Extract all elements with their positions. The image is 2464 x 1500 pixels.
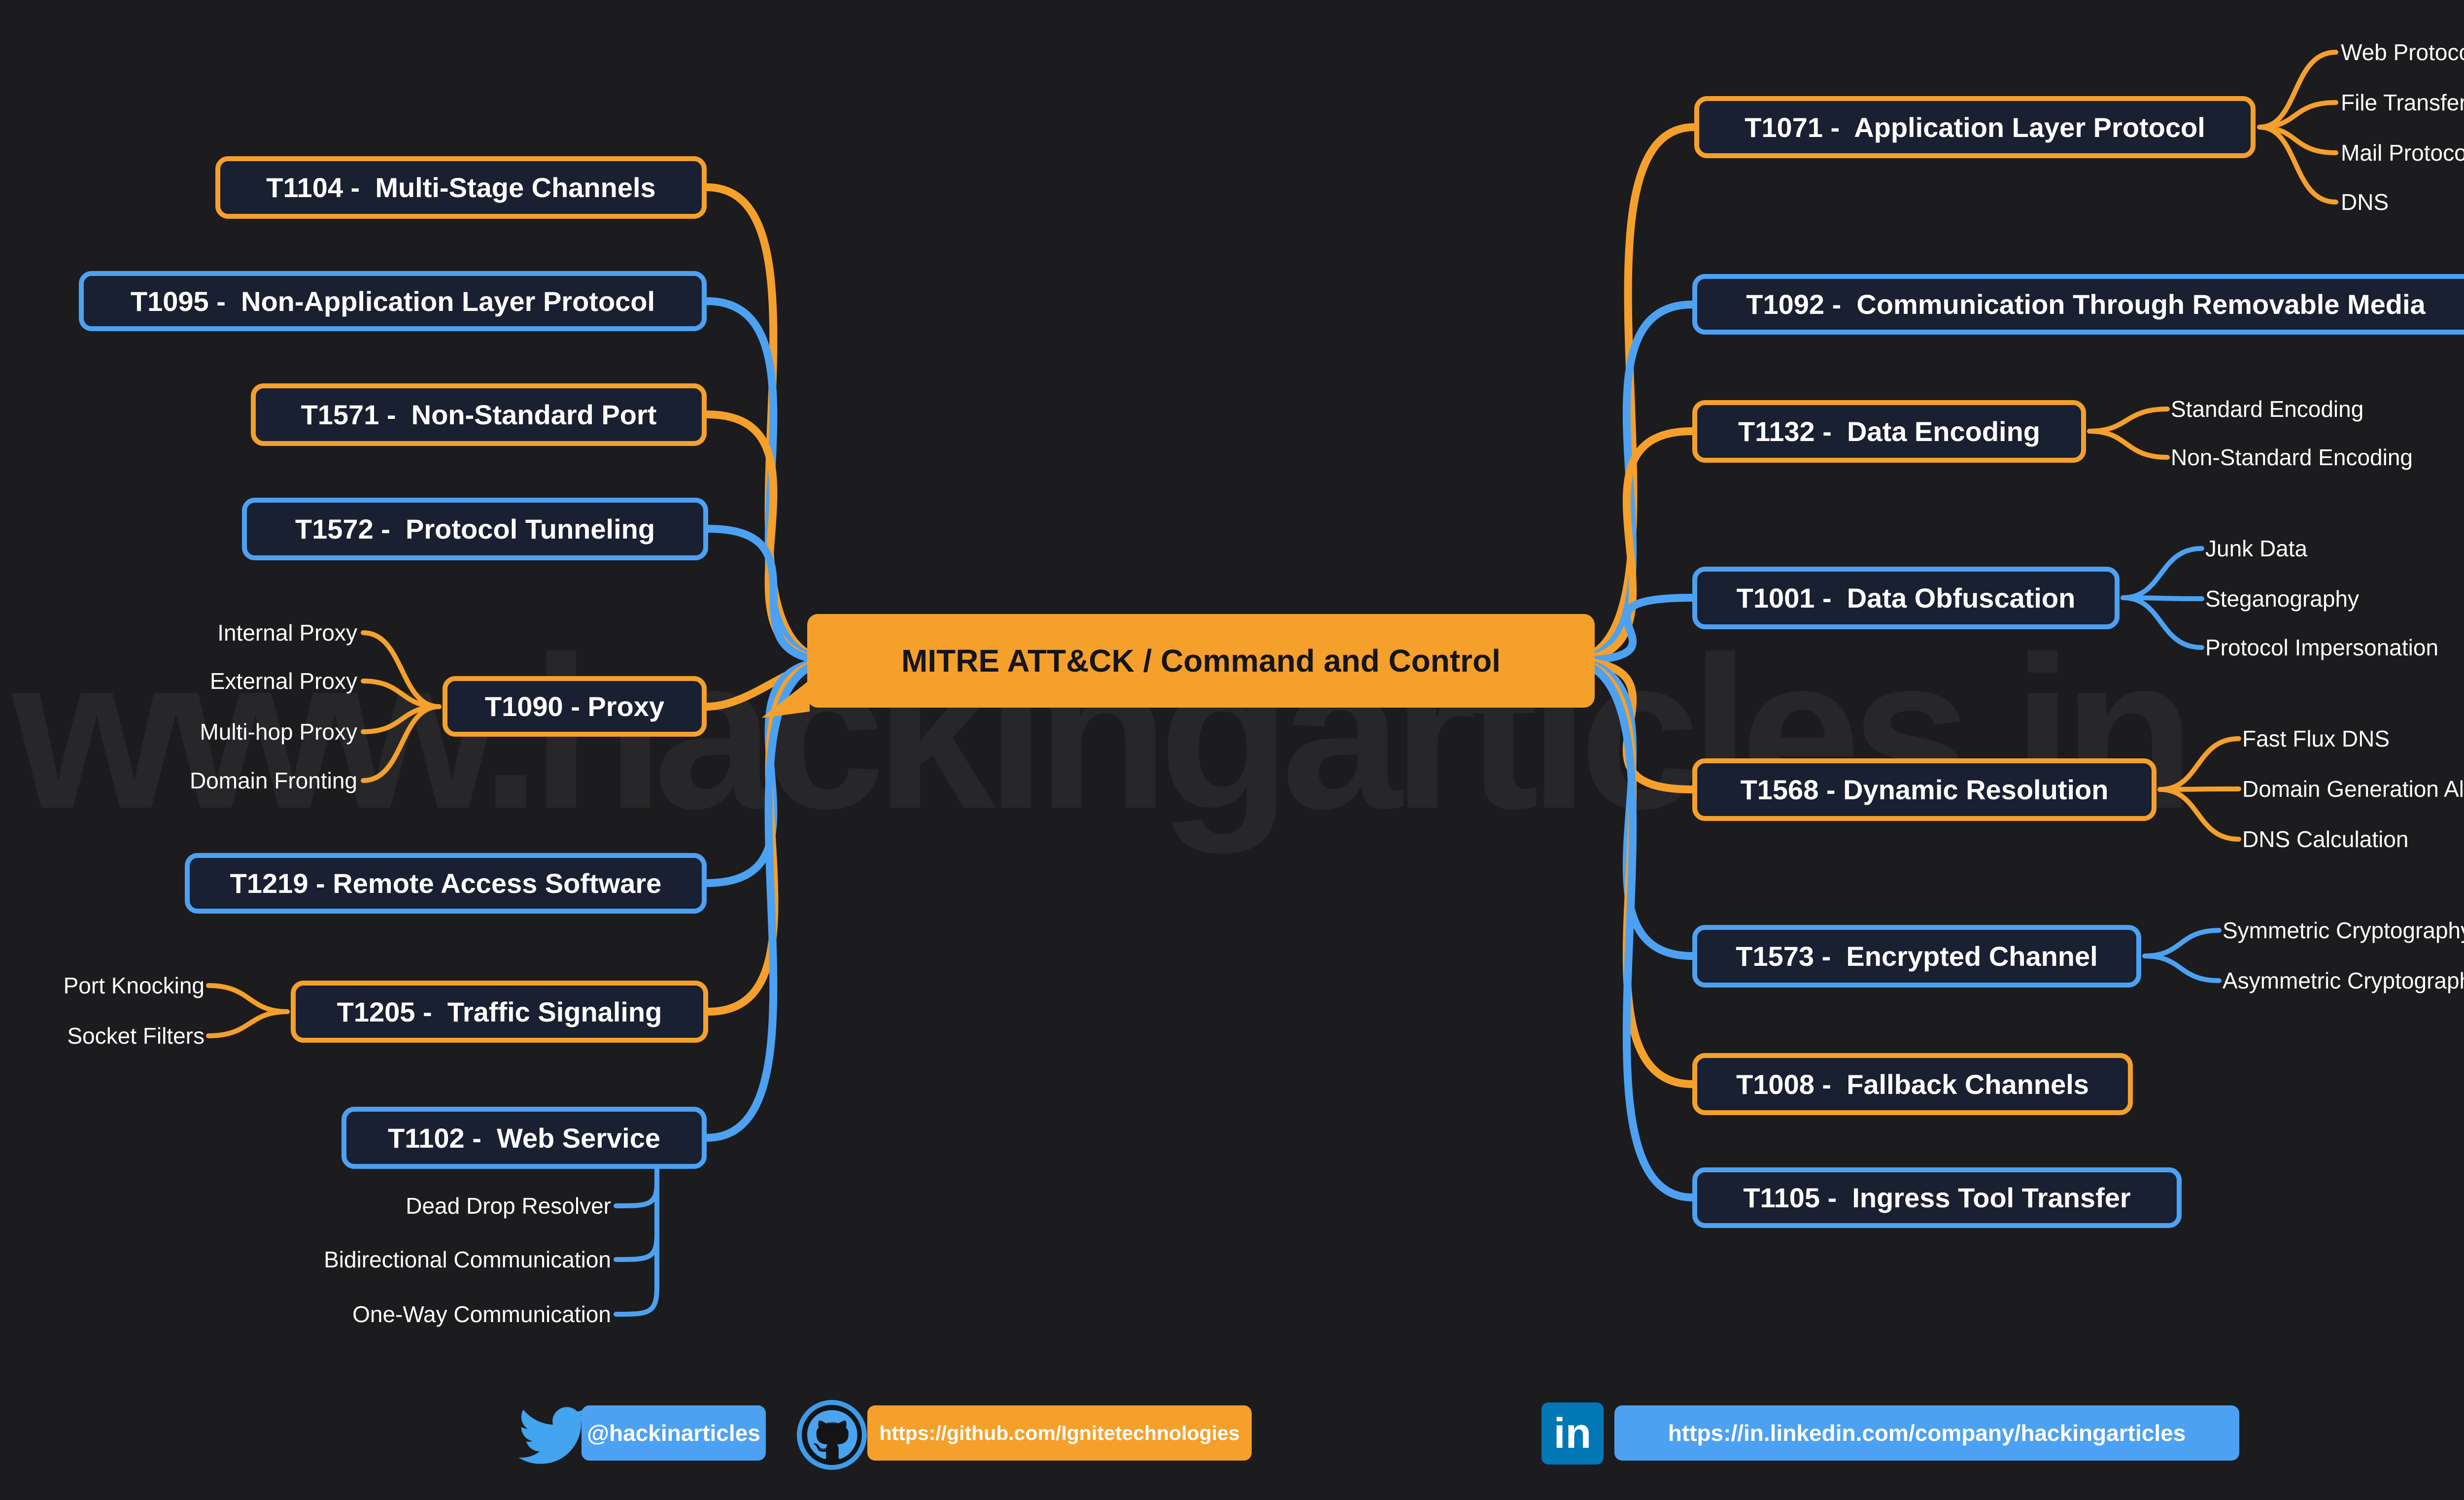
connector-t1572 — [704, 525, 839, 665]
main-connectors-right — [1563, 123, 1698, 1201]
connector-non-standard-encoding — [2087, 429, 2170, 460]
leaf-junk-data: Junk Data — [2205, 536, 2308, 561]
node-label: T1090 - Proxy — [484, 691, 665, 722]
leaf-external-proxy: External Proxy — [209, 668, 357, 694]
leaf-internal-proxy: Internal Proxy — [217, 620, 357, 646]
github-url-label: https://github.com/Ignitetechnologies — [879, 1421, 1240, 1444]
center-node-tail — [761, 680, 810, 718]
leaf-dns-calculation: DNS Calculation — [2242, 826, 2409, 852]
leaf-asymmetric-cryptography: Asymmetric Cryptography — [2223, 968, 2464, 993]
github-url-button[interactable]: https://github.com/Ignitetechnologies — [867, 1405, 1252, 1461]
connector-socket-filters — [206, 1009, 290, 1038]
leaf-one-way-communication: One-Way Communication — [352, 1301, 611, 1327]
connector-domain-fronting — [361, 704, 442, 783]
node-t1568: T1568 - Dynamic Resolution — [1692, 758, 2156, 821]
linkedin-url-label: https://in.linkedin.com/company/hackinga… — [1668, 1420, 2186, 1446]
center-node-command-and-control: MITRE ATT&CK / Command and Control — [807, 614, 1595, 708]
leaf-multi-hop-proxy: Multi-hop Proxy — [200, 719, 357, 745]
leaf-port-knocking: Port Knocking — [63, 973, 205, 998]
leaf-symmetric-cryptography: Symmetric Cryptography — [2223, 918, 2464, 943]
node-t1095: T1095 - Non-Application Layer Protocol — [79, 271, 707, 331]
node-label: T1105 - Ingress Tool Transfer — [1743, 1182, 2131, 1213]
node-t1001: T1001 - Data Obfuscation — [1692, 567, 2120, 629]
node-t1071: T1071 - Application Layer Protocol — [1694, 96, 2256, 158]
connector-asymmetric-cryptography — [2142, 954, 2222, 983]
connector-fast-flux-dns — [2157, 736, 2241, 792]
node-label: T1573 - Encrypted Channel — [1736, 941, 2098, 972]
main-connectors-left — [703, 183, 839, 1142]
connector-port-knocking — [206, 983, 290, 1014]
twitter-handle-label: @hackinarticles — [587, 1420, 760, 1446]
connector-junk-data — [2121, 546, 2204, 600]
node-t1572: T1572 - Protocol Tunneling — [242, 498, 708, 560]
node-t1571: T1571 - Non-Standard Port — [251, 383, 707, 446]
sub-connectors — [206, 50, 2338, 1317]
node-t1219: T1219 - Remote Access Software — [185, 853, 707, 914]
leaf-standard-encoding: Standard Encoding — [2171, 396, 2364, 422]
leaf-web-protocols: Web Protocols — [2341, 39, 2464, 65]
center-node-label: MITRE ATT&CK / Command and Control — [901, 643, 1501, 679]
node-label: T1132 - Data Encoding — [1738, 416, 2041, 447]
node-label: T1568 - Dynamic Resolution — [1740, 774, 2109, 805]
leaf-dns: DNS — [2341, 189, 2389, 215]
linkedin-url-button[interactable]: https://in.linkedin.com/company/hackinga… — [1614, 1405, 2239, 1461]
connector-t1001 — [1563, 594, 1696, 665]
node-label: T1104 - Multi-Stage Channels — [266, 172, 656, 203]
connector-dead-drop-resolver — [614, 1180, 659, 1208]
leaf-mail-protocols: Mail Protocols — [2341, 140, 2464, 166]
node-label: T1095 - Non-Application Layer Protocol — [130, 285, 655, 317]
node-t1573: T1573 - Encrypted Channel — [1692, 925, 2141, 988]
node-t1092: T1092 - Communication Through Removable … — [1692, 274, 2464, 335]
node-label: T1219 - Remote Access Software — [230, 868, 662, 899]
twitter-icon[interactable] — [518, 1400, 588, 1473]
leaf-fast-flux-dns: Fast Flux DNS — [2242, 726, 2390, 751]
node-label: T1571 - Non-Standard Port — [301, 399, 657, 430]
connector-protocol-impersonation — [2121, 595, 2204, 650]
node-t1090: T1090 - Proxy — [443, 676, 707, 737]
connector-symmetric-cryptography — [2142, 928, 2222, 958]
linkedin-icon-label: in — [1553, 1410, 1592, 1457]
leaf-dead-drop-resolver: Dead Drop Resolver — [406, 1193, 611, 1219]
node-label: T1008 - Fallback Channels — [1736, 1068, 2089, 1100]
node-t1105: T1105 - Ingress Tool Transfer — [1692, 1167, 2182, 1228]
connector-bidirectional-communication — [614, 1232, 659, 1262]
leaf-domain-fronting: Domain Fronting — [189, 768, 357, 793]
connector-t1105 — [1563, 657, 1696, 1201]
leaf-socket-filters: Socket Filters — [67, 1023, 205, 1049]
leaf-bidirectional-communication: Bidirectional Communication — [324, 1247, 611, 1272]
connector-t1132 — [1563, 427, 1696, 665]
leaf-file-transfer-protocols: File Transfer Protocols — [2341, 90, 2464, 115]
node-t1104: T1104 - Multi-Stage Channels — [215, 156, 707, 219]
connector-t1102 — [703, 657, 839, 1142]
node-label: T1071 - Application Layer Protocol — [1745, 111, 2205, 143]
connector-dns-calculation — [2157, 787, 2241, 842]
node-label: T1572 - Protocol Tunneling — [295, 513, 655, 545]
node-label: T1001 - Data Obfuscation — [1736, 582, 2076, 614]
node-t1008: T1008 - Fallback Channels — [1692, 1053, 2133, 1115]
github-icon[interactable] — [794, 1398, 869, 1475]
node-t1132: T1132 - Data Encoding — [1692, 400, 2086, 463]
node-label: T1092 - Communication Through Removable … — [1746, 289, 2426, 320]
leaf-non-standard-encoding: Non-Standard Encoding — [2171, 444, 2413, 470]
leaf-protocol-impersonation: Protocol Impersonation — [2205, 635, 2439, 660]
connector-one-way-communication — [614, 1285, 659, 1317]
node-label: T1102 - Web Service — [387, 1122, 661, 1154]
connector-standard-encoding — [2087, 407, 2170, 434]
twitter-handle-button[interactable]: @hackinarticles — [582, 1405, 766, 1461]
linkedin-icon[interactable]: in — [1541, 1402, 1604, 1465]
node-label: T1205 - Traffic Signaling — [337, 996, 662, 1027]
node-t1205: T1205 - Traffic Signaling — [291, 981, 708, 1043]
leaf-domain-generation-algorithms: Domain Generation Algorithms — [2242, 776, 2464, 802]
node-t1102: T1102 - Web Service — [342, 1107, 707, 1169]
connector-dns — [2257, 125, 2338, 205]
leaf-steganography: Steganography — [2205, 586, 2360, 612]
